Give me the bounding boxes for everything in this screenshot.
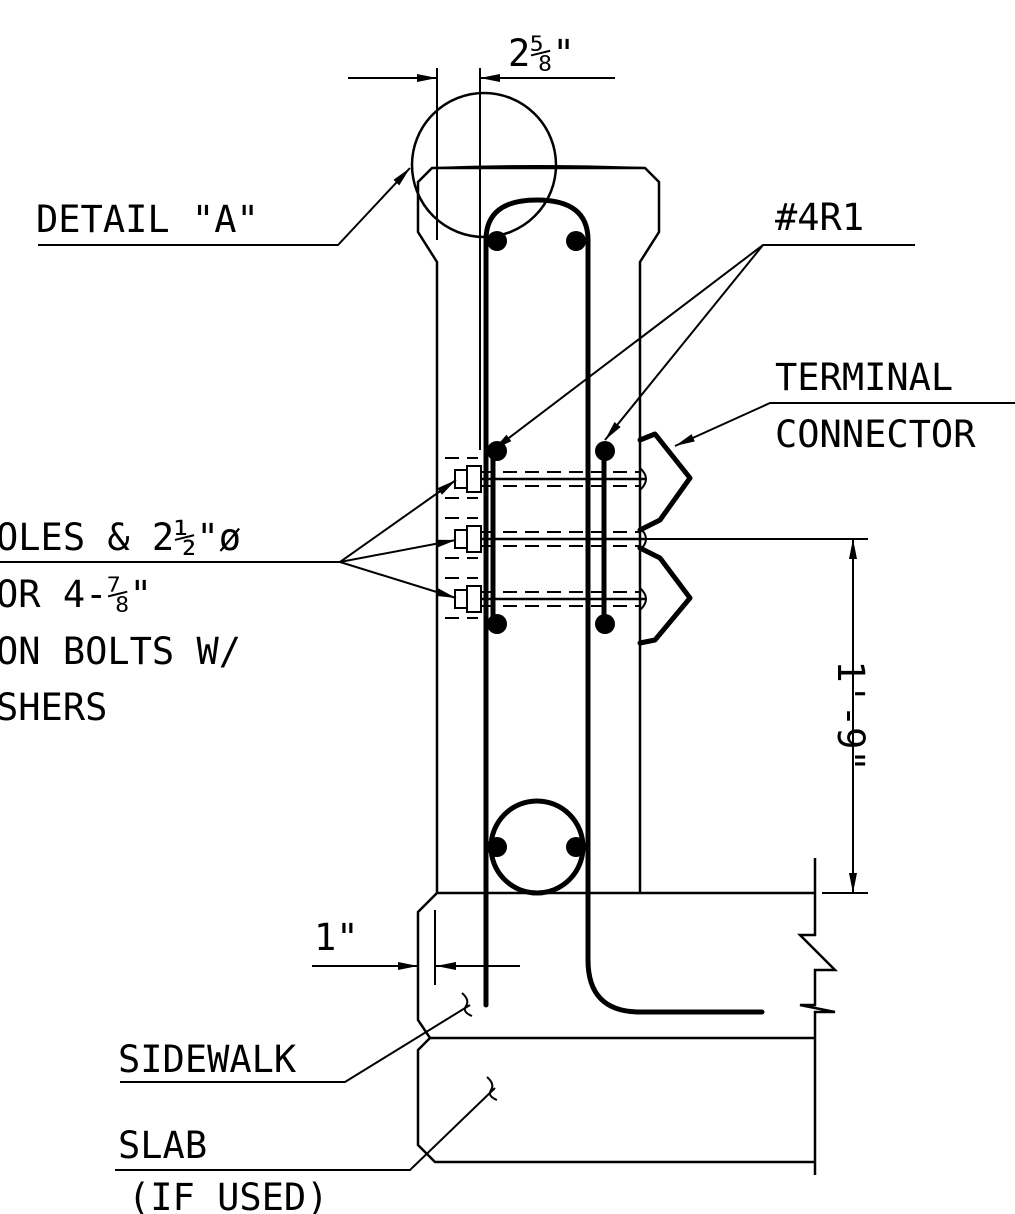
rebar-dot	[566, 231, 586, 251]
bolt-row	[445, 457, 647, 499]
leader-holes	[339, 539, 457, 563]
terminal-connector	[637, 431, 693, 646]
dim-edge-offset: 1"	[314, 916, 359, 959]
leader-slab	[115, 1087, 496, 1171]
rebar-dot	[595, 614, 615, 634]
holes-label-4: SHERS	[0, 686, 107, 729]
slab-outline	[416, 1037, 815, 1164]
rebar-dot	[566, 837, 586, 857]
holes-label-1: OLES & 2½"ø	[0, 516, 241, 559]
terminal-connector-label-1: TERMINAL	[775, 356, 953, 399]
holes-label-2: OR 4-⅞"	[0, 573, 152, 616]
leader-tick	[486, 1076, 498, 1101]
dim-height: 1'-9"	[829, 660, 872, 771]
bar-mark-label: #4R1	[775, 196, 864, 239]
rebar-dot	[487, 441, 507, 461]
terminal-connector-label-2: CONNECTOR	[775, 413, 976, 456]
leader-bar-mark	[604, 244, 764, 441]
slab-label: SLAB	[118, 1124, 207, 1167]
bolt-row	[445, 577, 647, 619]
rebar-hoop	[483, 197, 765, 1015]
rebar-dot	[487, 614, 507, 634]
leader-sidewalk	[120, 1004, 471, 1083]
barrier-top-edge	[431, 165, 646, 169]
bolt-row	[445, 517, 647, 559]
rebar-dot	[487, 837, 507, 857]
leader-tick	[461, 992, 473, 1017]
slab-note-label: (IF USED)	[128, 1176, 328, 1214]
rebar-dot	[487, 231, 507, 251]
detail-a-circle	[410, 91, 558, 239]
holes-label-3: ON BOLTS W/	[0, 630, 241, 673]
leader-terminal-connector	[674, 402, 1015, 447]
leader-holes	[339, 561, 457, 599]
leader-detail-a	[38, 167, 411, 246]
barrier-outline	[416, 166, 661, 893]
rebar-dot	[595, 441, 615, 461]
break-line	[796, 858, 839, 1038]
detail-a-label: DETAIL "A"	[36, 198, 259, 241]
sidewalk-label: SIDEWALK	[118, 1038, 297, 1081]
dim-top-offset: 2⅝"	[508, 32, 575, 75]
